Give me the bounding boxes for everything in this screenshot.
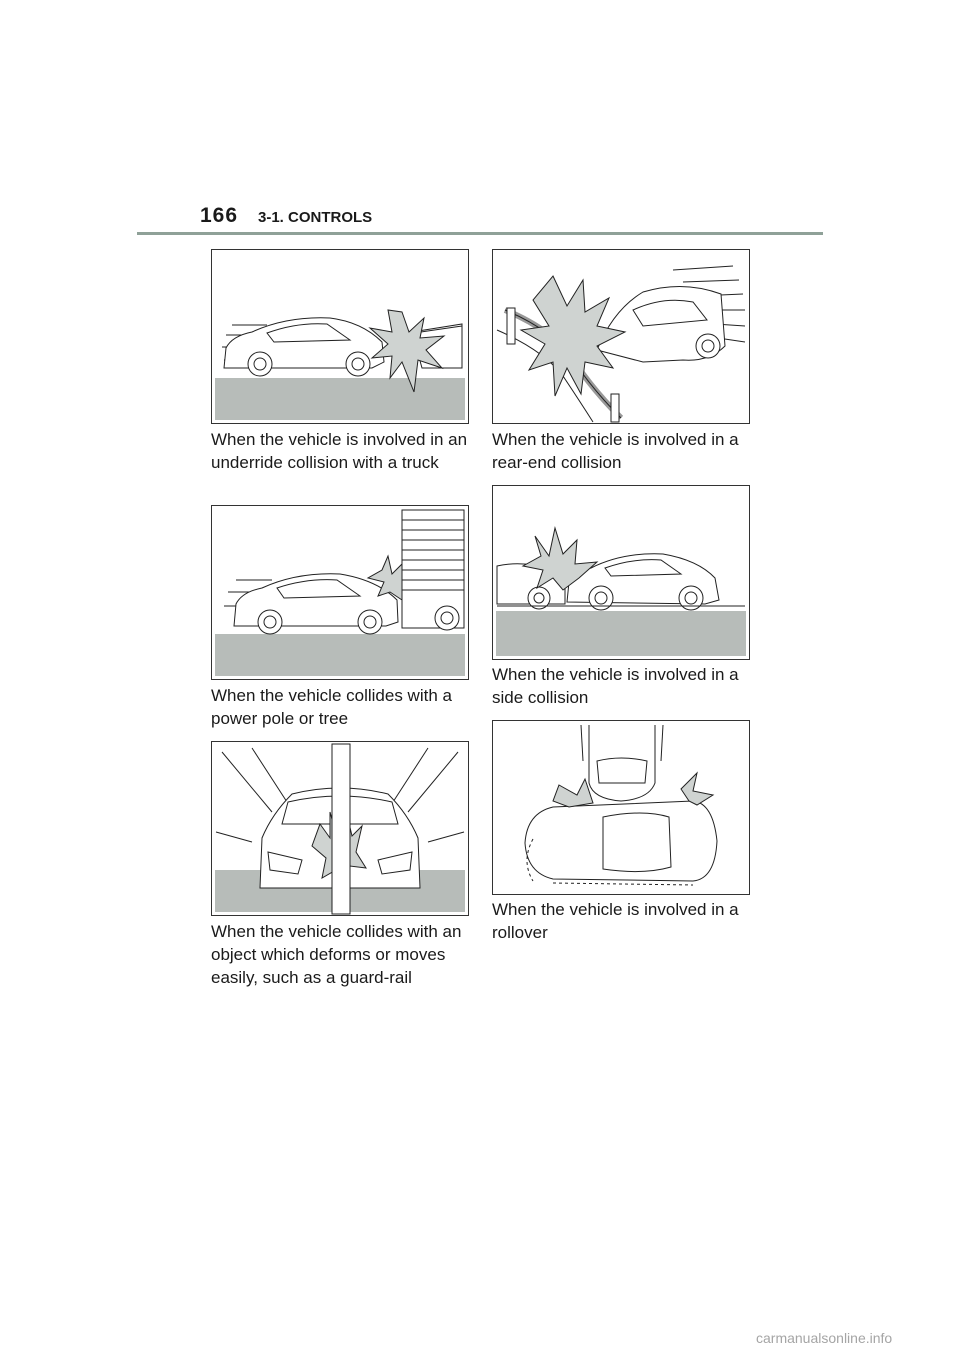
figure-caption: When the vehicle collides with an object… [211, 922, 462, 987]
page-number: 166 [200, 204, 239, 227]
rollover-illustration [492, 720, 750, 895]
rear-end-collision-illustration [492, 249, 750, 424]
figure-caption: When the vehicle is involved in a rollov… [492, 900, 739, 942]
figure-caption: When the vehicle is involved in an under… [211, 430, 468, 472]
pole-collision-illustration [211, 505, 469, 680]
figure-caption: When the vehicle is involved in a side c… [492, 665, 739, 707]
watermark: carmanualsonline.info [756, 1330, 893, 1346]
figure-caption: When the vehicle is involved in a rear-e… [492, 430, 739, 472]
figure-caption: When the vehicle collides with a power p… [211, 686, 452, 728]
section-title: 3-1. CONTROLS [258, 209, 373, 226]
header-rule [137, 232, 823, 235]
side-collision-illustration [492, 485, 750, 660]
guardrail-collision-illustration [211, 741, 469, 916]
underride-collision-illustration [211, 249, 469, 424]
